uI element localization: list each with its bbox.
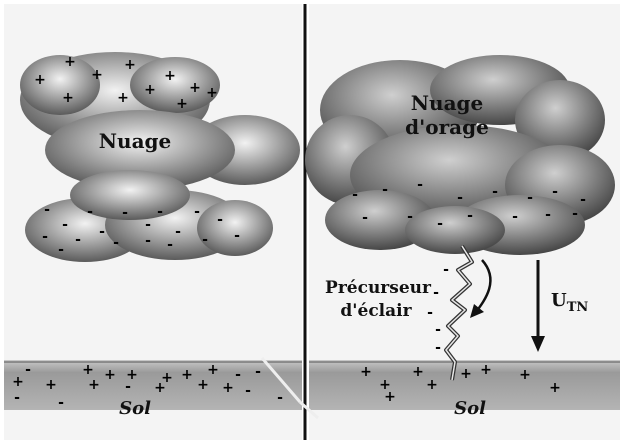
plus-charge-sign: + [426,377,438,393]
minus-charge-sign: - [580,192,586,208]
left-ground-label: Sol [119,398,151,419]
minus-charge-sign: - [25,362,31,378]
minus-charge-sign: - [157,204,163,220]
plus-charge-sign: + [549,380,561,396]
plus-charge-sign: + [12,374,24,390]
minus-charge-sign: - [245,383,251,399]
minus-charge-sign: - [122,205,128,221]
lightning-precursor [444,244,474,381]
minus-charge-sign: - [437,216,443,232]
plus-charge-sign: + [206,85,218,101]
right-ground [309,360,620,410]
minus-charge-sign: - [512,209,518,225]
minus-charge-sign: - [417,177,423,193]
minus-charge-sign: - [545,207,551,223]
voltage-label: UTN [551,290,588,315]
minus-charge-sign: - [145,233,151,249]
minus-charge-sign: - [435,340,441,356]
minus-charge-sign: - [99,224,105,240]
storm-cloud-label-line2: d'orage [405,115,489,139]
minus-charge-sign: - [113,235,119,251]
voltage-main: U [551,290,567,311]
plus-charge-sign: + [222,380,234,396]
minus-charge-sign: - [277,390,283,406]
minus-charge-sign: - [255,364,261,380]
minus-charge-sign: - [75,232,81,248]
minus-charge-sign: - [382,182,388,198]
plus-charge-sign: + [519,367,531,383]
voltage-arrow [531,260,545,352]
plus-charge-sign: + [124,57,136,73]
left-cloud-label: Nuage [99,129,172,153]
plus-charge-sign: + [181,367,193,383]
plus-charge-sign: + [460,366,472,382]
minus-charge-sign: - [443,262,449,278]
plus-charge-sign: + [207,362,219,378]
plus-charge-sign: + [88,377,100,393]
minus-charge-sign: - [58,242,64,258]
minus-charge-sign: - [457,190,463,206]
precursor-label-line2: d'éclair [340,301,412,321]
plus-charge-sign: + [154,380,166,396]
plus-charge-sign: + [144,82,156,98]
minus-charge-sign: - [362,210,368,226]
plus-charge-sign: + [161,370,173,386]
minus-charge-sign: - [352,187,358,203]
minus-charge-sign: - [167,237,173,253]
storm-cloud-label-line1: Nuage [411,91,484,115]
minus-charge-sign: - [234,228,240,244]
minus-charge-sign: - [145,217,151,233]
plus-charge-sign: + [384,389,396,405]
minus-charge-sign: - [58,395,64,411]
minus-charge-sign: - [467,208,473,224]
charge-signs: +++++++++++-----------------------------… [12,54,586,411]
plus-charge-sign: + [62,90,74,106]
minus-charge-sign: - [427,305,433,321]
plus-charge-sign: + [117,90,129,106]
minus-charge-sign: - [175,224,181,240]
curved-arrow [470,259,492,318]
plus-charge-sign: + [91,67,103,83]
minus-charge-sign: - [42,229,48,245]
minus-charge-sign: - [62,217,68,233]
minus-charge-sign: - [407,209,413,225]
minus-charge-sign: - [572,206,578,222]
plus-charge-sign: + [82,362,94,378]
plus-charge-sign: + [104,367,116,383]
minus-charge-sign: - [235,367,241,383]
plus-charge-sign: + [45,377,57,393]
plus-charge-sign: + [34,72,46,88]
minus-charge-sign: - [217,212,223,228]
voltage-subscript: TN [567,300,589,315]
plus-charge-sign: + [480,362,492,378]
plus-charge-sign: + [197,377,209,393]
minus-charge-sign: - [435,322,441,338]
plus-charge-sign: + [412,364,424,380]
left-cloud [20,52,300,262]
plus-charge-sign: + [189,80,201,96]
minus-charge-sign: - [202,232,208,248]
plus-charge-sign: + [64,54,76,70]
plus-charge-sign: + [164,68,176,84]
minus-charge-sign: - [14,390,20,406]
minus-charge-sign: - [194,204,200,220]
plus-charge-sign: + [126,367,138,383]
minus-charge-sign: - [125,379,131,395]
plus-charge-sign: + [176,96,188,112]
minus-charge-sign: - [433,285,439,301]
right-ground-label: Sol [454,398,486,419]
precursor-label-line1: Précurseur [325,278,432,298]
minus-charge-sign: - [527,190,533,206]
minus-charge-sign: - [44,202,50,218]
left-ground [4,360,302,410]
plus-charge-sign: + [379,377,391,393]
minus-charge-sign: - [552,184,558,200]
minus-charge-sign: - [492,184,498,200]
minus-charge-sign: - [87,204,93,220]
plus-charge-sign: + [360,364,372,380]
storm-cloud [305,55,615,255]
